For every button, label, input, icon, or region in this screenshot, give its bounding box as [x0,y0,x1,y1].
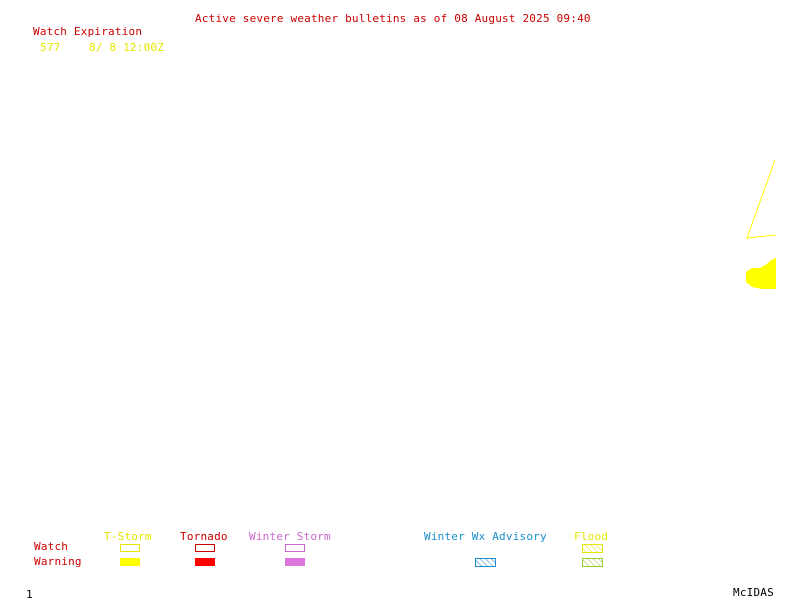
legend-flood-label: Flood [574,530,609,543]
legend-tornado-warning-swatch [195,558,215,566]
legend-flood-warning-swatch [582,558,603,567]
watch-expiration-heading: Watch Expiration [33,25,143,38]
legend-winter-storm-warning-swatch [285,558,305,566]
legend-winter-wx-advisory-label: Winter Wx Advisory [424,530,547,543]
legend-winter-storm-label: Winter Storm [249,530,331,543]
legend-tstorm-label: T-Storm [104,530,152,543]
legend-tornado-label: Tornado [180,530,228,543]
legend-warning-row-label: Warning [34,555,82,568]
legend-tstorm-watch-swatch [120,544,140,552]
legend-winter-storm-watch-swatch [285,544,305,552]
frame-number: 1 [26,588,33,601]
tstorm-watch-577-outline [746,159,777,239]
mcidas-label: McIDAS [733,586,774,599]
watch-id: 577 [40,41,61,54]
legend-winter-wx-warning-swatch [475,558,496,567]
legend-tornado-watch-swatch [195,544,215,552]
tstorm-warning-area [746,258,776,289]
watch-expiry-time: 8/ 8 12:00Z [89,41,165,54]
bulletin-title: Active severe weather bulletins as of 08… [195,12,591,25]
legend-flood-watch-swatch [582,544,603,553]
legend-tstorm-warning-swatch [120,558,140,566]
legend-watch-row-label: Watch [34,540,69,553]
